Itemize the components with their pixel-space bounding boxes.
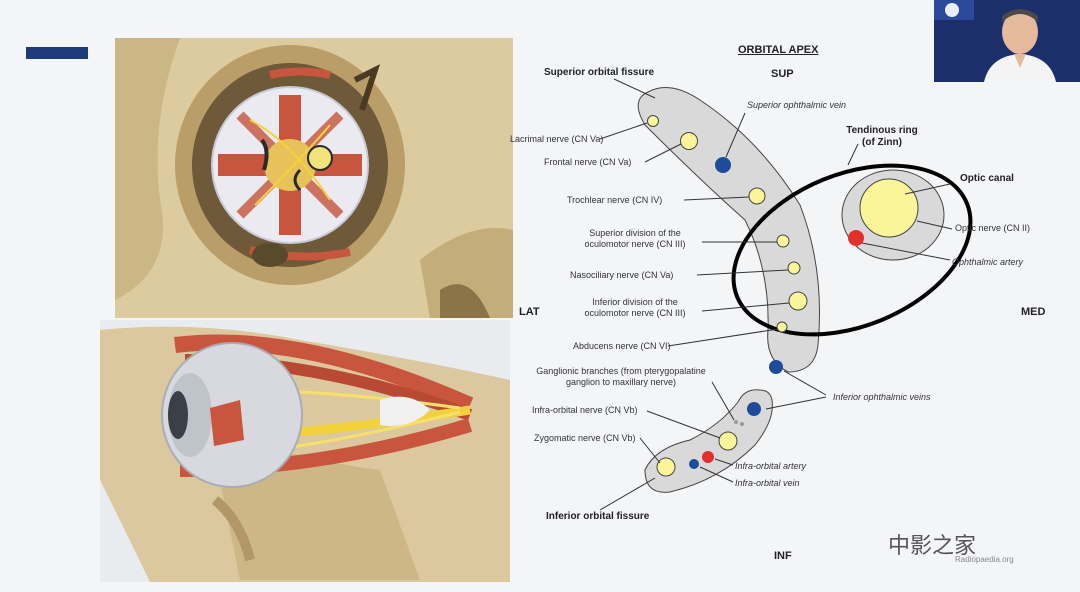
superior-division-oculomotor-mark (776, 234, 790, 248)
orbit-lateral-illustration (100, 320, 510, 582)
leader-lines (599, 78, 953, 511)
nasociliary-nerve-mark (787, 261, 801, 275)
slide-accent-bar (26, 47, 88, 59)
label-ganglionic-line1: Ganglionic branches (from pterygopalatin… (536, 366, 706, 376)
label-infraorbital-vein: Infra-orbital vein (735, 478, 800, 488)
inferior-orbital-fissure-shape (644, 389, 773, 493)
presenter-webcam (934, 0, 1080, 82)
infraorbital-vein-mark (689, 459, 699, 469)
ophthalmic-artery-mark (848, 230, 864, 246)
label-lacrimal-nerve: Lacrimal nerve (CN Va) (510, 134, 604, 144)
tendinous-ring (731, 163, 973, 337)
label-optic-canal: Optic canal (960, 173, 1014, 184)
label-trochlear-nerve: Trochlear nerve (CN IV) (567, 195, 663, 205)
label-nasociliary-nerve: Nasociliary nerve (CN Va) (570, 270, 674, 280)
lacrimal-nerve-mark (647, 115, 659, 127)
orbit-illustrations (100, 38, 513, 582)
frontal-nerve-mark (680, 132, 698, 150)
label-optic-nerve: Optic nerve (CN II) (955, 223, 1031, 233)
label-superior-division-line1: Superior division of the (589, 228, 681, 238)
zygomatic-nerve-mark (656, 457, 676, 477)
image-credit: Radiopaedia.org (955, 555, 1014, 564)
label-frontal-nerve: Frontal nerve (CN Va) (544, 157, 632, 167)
label-abducens-nerve: Abducens nerve (CN VI) (573, 341, 671, 351)
label-inferior-division-line2: oculomotor nerve (CN III) (584, 308, 686, 318)
infraorbital-nerve-mark (718, 431, 738, 451)
optic-nerve-mark (859, 178, 919, 238)
watermark-text: 中影之家 (888, 533, 977, 558)
abducens-nerve-mark (776, 321, 788, 333)
label-superior-division-line2: oculomotor nerve (CN III) (584, 239, 686, 249)
label-inferior-division-line1: Inferior division of the (592, 297, 678, 307)
trochlear-nerve-mark (748, 187, 766, 205)
label-tendinous-ring-line1: Tendinous ring (846, 125, 918, 136)
ganglionic-branch-mark-2 (740, 422, 744, 426)
direction-lat: LAT (519, 306, 540, 318)
label-tendinous-ring-line2: (of Zinn) (862, 137, 902, 148)
label-zygomatic-nerve: Zygomatic nerve (CN Vb) (534, 433, 636, 443)
presenter-avatar (934, 0, 1080, 82)
label-infraorbital-artery: Infra-orbital artery (735, 461, 807, 471)
label-superior-ophthalmic-vein: Superior ophthalmic vein (747, 100, 847, 110)
label-superior-orbital-fissure: Superior orbital fissure (544, 67, 655, 78)
superior-ophthalmic-vein-mark (715, 157, 731, 173)
orbit-frontal-illustration (115, 38, 513, 318)
direction-inf: INF (774, 550, 792, 562)
inferior-division-oculomotor-mark (788, 291, 808, 311)
label-inferior-ophthalmic-veins: Inferior ophthalmic veins (833, 392, 931, 402)
label-inferior-orbital-fissure: Inferior orbital fissure (546, 511, 650, 522)
direction-med: MED (1021, 306, 1046, 318)
superior-orbital-fissure-shape (637, 87, 820, 373)
infraorbital-artery-mark (702, 451, 714, 463)
label-infraorbital-nerve: Infra-orbital nerve (CN Vb) (532, 405, 638, 415)
label-ophthalmic-artery: Ophthalmic artery (952, 257, 1024, 267)
label-ganglionic-line2: ganglion to maxillary nerve) (565, 377, 677, 387)
inferior-ophthalmic-vein-mark-1 (769, 360, 783, 374)
diagram-title: ORBITAL APEX (738, 44, 819, 56)
ganglionic-branch-mark-1 (734, 420, 738, 424)
direction-sup: SUP (771, 68, 794, 80)
inferior-ophthalmic-vein-mark-2 (747, 402, 761, 416)
